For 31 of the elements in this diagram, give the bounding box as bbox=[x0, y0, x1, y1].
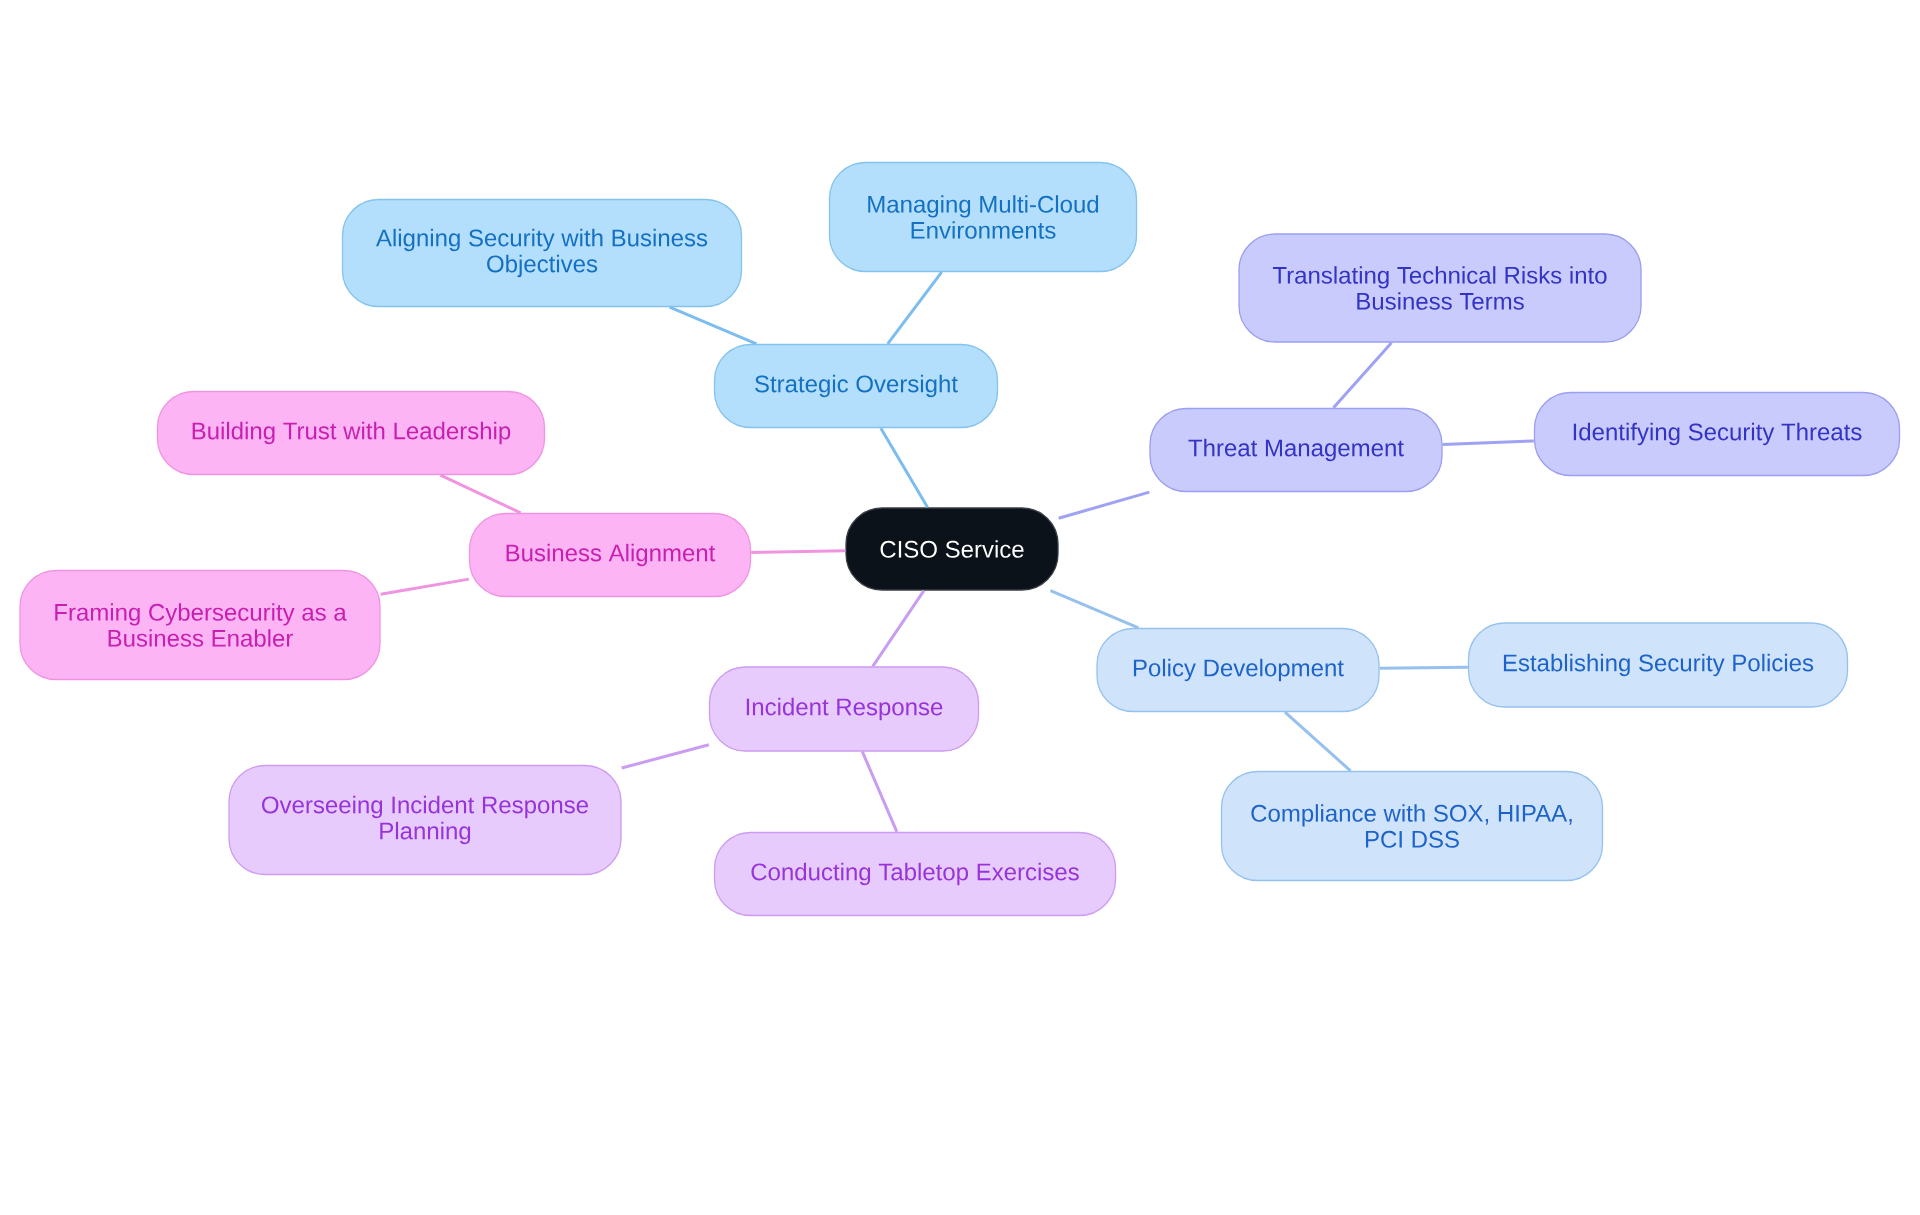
leaf-box: Establishing Security Policies bbox=[1467, 622, 1849, 708]
leaf-box: Compliance with SOX, HIPAA, PCI DSS bbox=[1220, 770, 1604, 882]
leaf-box: Aligning Security with Business Objectives bbox=[341, 198, 743, 308]
branch-box: Business Alignment bbox=[468, 512, 752, 598]
leaf-box: Overseeing Incident Response Planning bbox=[228, 764, 622, 876]
leaf-box: Translating Technical Risks into Business Terms bbox=[1238, 233, 1642, 343]
leaf-box: Conducting Tabletop Exercises bbox=[713, 831, 1117, 917]
connector-line bbox=[1379, 665, 1468, 670]
connector-line bbox=[1283, 711, 1352, 772]
connector-line bbox=[1049, 589, 1140, 630]
leaf-box: Building Trust with Leadership bbox=[156, 390, 546, 476]
leaf-box: Framing Cybersecurity as a Business Enabler bbox=[19, 569, 381, 681]
connector-line bbox=[886, 271, 943, 345]
connector-line bbox=[380, 577, 470, 596]
connector-line bbox=[621, 743, 710, 770]
connector-line bbox=[669, 305, 757, 346]
connector-line bbox=[1058, 490, 1150, 520]
branch-box: Strategic Oversight bbox=[713, 343, 999, 429]
branch-box: Incident Response bbox=[708, 666, 980, 752]
branch-box: Policy Development bbox=[1096, 627, 1380, 713]
connector-line bbox=[751, 549, 846, 555]
connector-line bbox=[439, 473, 522, 515]
connector-line bbox=[871, 589, 926, 668]
central-box: CISO Service bbox=[845, 507, 1059, 591]
connector-line bbox=[879, 427, 929, 509]
leaf-box: Managing Multi-Cloud Environments bbox=[828, 161, 1138, 273]
branch-box: Threat Management bbox=[1149, 407, 1443, 493]
connector-line bbox=[1332, 341, 1393, 409]
connector-line bbox=[860, 751, 899, 833]
leaf-box: Identifying Security Threats bbox=[1533, 391, 1901, 477]
connector-line bbox=[1442, 439, 1534, 446]
